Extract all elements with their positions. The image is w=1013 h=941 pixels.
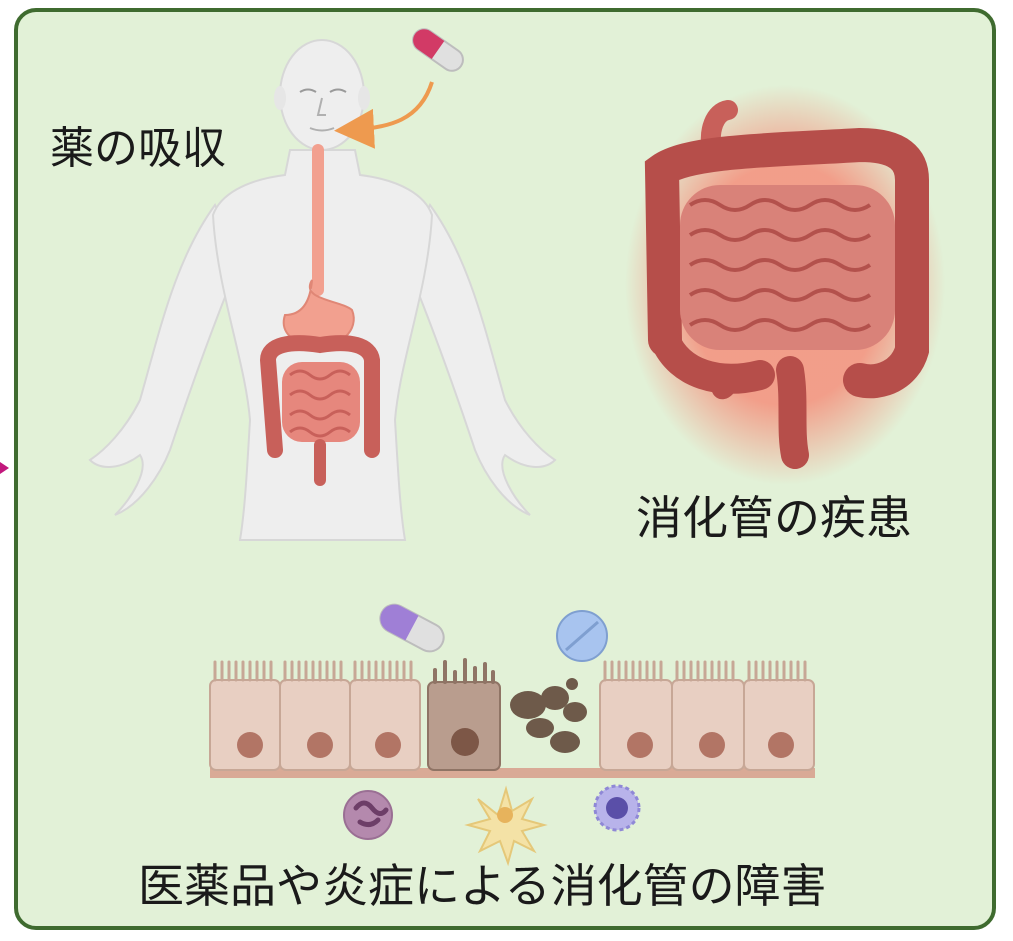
tablet-icon — [557, 611, 607, 661]
label-gi-damage: 医薬品や炎症による消化管の障害 — [138, 850, 827, 916]
label-drug-absorption: 薬の吸収 — [50, 112, 226, 176]
capsule-icon — [375, 600, 448, 657]
label-gi-disease: 消化管の疾患 — [636, 482, 912, 548]
immune-cell-icon — [344, 791, 392, 839]
inflamed-intestine-icon — [625, 85, 945, 485]
immune-cell-icon — [595, 786, 639, 830]
epithelium-icon — [210, 660, 815, 778]
capsule-icon — [409, 25, 467, 75]
